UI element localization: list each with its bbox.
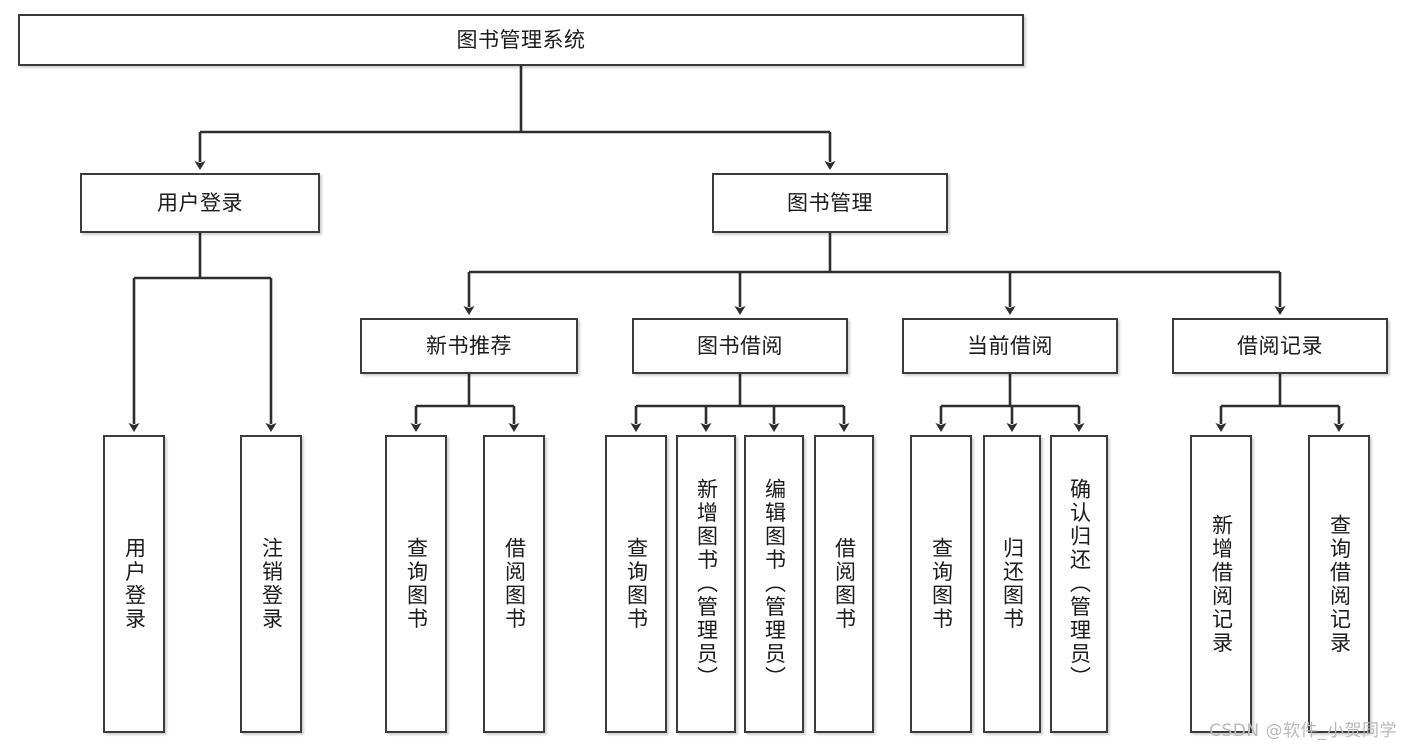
node-leaf-query-book-3: 查询图书 bbox=[910, 435, 972, 733]
node-book-manage: 图书管理 bbox=[712, 173, 948, 233]
node-label: 用户登录 bbox=[122, 537, 147, 631]
node-leaf-user-login: 用户登录 bbox=[103, 435, 165, 733]
node-leaf-query-book-1: 查询图书 bbox=[385, 435, 447, 733]
node-leaf-edit-book: 编辑图书（管理员） bbox=[744, 435, 804, 733]
node-label: 归还图书 bbox=[1000, 537, 1025, 631]
node-leaf-add-record: 新增借阅记录 bbox=[1190, 435, 1252, 733]
node-leaf-borrow-book-1: 借阅图书 bbox=[483, 435, 545, 733]
node-label: 编辑图书（管理员） bbox=[762, 478, 787, 690]
node-label: 确认归还（管理员） bbox=[1067, 478, 1092, 690]
node-label: 用户登录 bbox=[157, 190, 243, 215]
node-user-login: 用户登录 bbox=[80, 173, 320, 233]
node-book-borrow: 图书借阅 bbox=[632, 318, 848, 374]
node-leaf-query-record: 查询借阅记录 bbox=[1308, 435, 1370, 733]
node-borrow-record: 借阅记录 bbox=[1172, 318, 1388, 374]
node-label: 借阅图书 bbox=[832, 537, 857, 631]
node-label: 新书推荐 bbox=[426, 333, 512, 358]
node-leaf-return-book: 归还图书 bbox=[983, 435, 1041, 733]
node-label: 当前借阅 bbox=[967, 333, 1053, 358]
node-label: 新增图书（管理员） bbox=[694, 478, 719, 690]
node-leaf-user-logout: 注销登录 bbox=[240, 435, 302, 733]
node-root: 图书管理系统 bbox=[18, 14, 1024, 66]
node-leaf-add-book: 新增图书（管理员） bbox=[676, 435, 736, 733]
node-label: 注销登录 bbox=[259, 537, 284, 631]
node-leaf-confirm-return: 确认归还（管理员） bbox=[1050, 435, 1108, 733]
node-label: 查询图书 bbox=[404, 537, 429, 631]
node-label: 图书借阅 bbox=[697, 333, 783, 358]
node-current-borrow: 当前借阅 bbox=[902, 318, 1118, 374]
node-label: 图书管理系统 bbox=[456, 27, 586, 52]
node-leaf-borrow-book-2: 借阅图书 bbox=[814, 435, 874, 733]
node-label: 图书管理 bbox=[787, 190, 873, 215]
node-label: 借阅图书 bbox=[502, 537, 527, 631]
node-label: 借阅记录 bbox=[1237, 333, 1323, 358]
node-label: 查询借阅记录 bbox=[1327, 513, 1352, 655]
node-leaf-query-book-2: 查询图书 bbox=[605, 435, 667, 733]
node-new-book-recommend: 新书推荐 bbox=[360, 318, 578, 374]
node-label: 查询图书 bbox=[624, 537, 649, 631]
watermark-text: CSDN @软件_小贺同学 bbox=[1209, 721, 1397, 741]
node-label: 查询图书 bbox=[929, 537, 954, 631]
node-label: 新增借阅记录 bbox=[1209, 513, 1234, 655]
